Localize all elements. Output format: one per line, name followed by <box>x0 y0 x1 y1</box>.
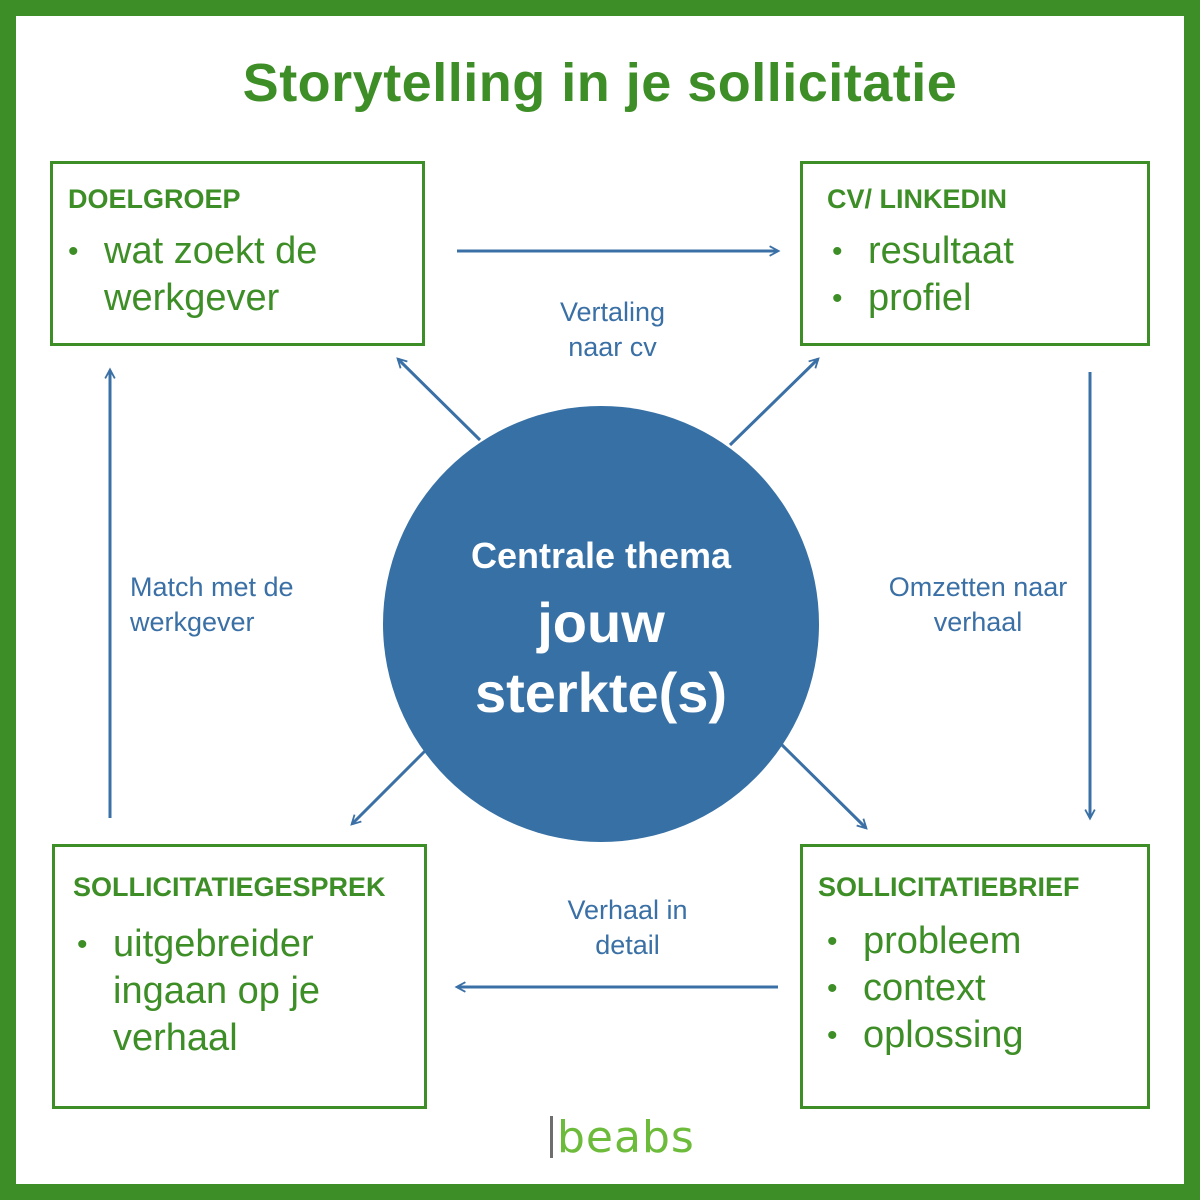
bullet-text: probleem <box>863 920 1022 962</box>
center-subtitle: Centrale thema <box>470 535 732 576</box>
center-circle <box>383 406 819 842</box>
bullet-list: • probleem • context • oplossing <box>827 918 1137 1059</box>
center-main: jouw sterkte(s) <box>474 591 728 724</box>
bullet-icon: • <box>77 928 88 961</box>
bullet-icon: • <box>827 1019 838 1052</box>
bullet-text: context <box>863 967 986 1009</box>
arrow-center-to-cv <box>728 359 818 447</box>
bullet-text: uitgebreider ingaan op je verhaal <box>113 923 321 1059</box>
list-item: • uitgebreider ingaan op je verhaal <box>77 921 407 1062</box>
box-cv-linkedin: CV/ LINKEDIN • resultaat • profiel <box>800 161 1150 346</box>
list-item: • profiel <box>832 275 1132 322</box>
bullet-icon: • <box>827 972 838 1005</box>
list-item: • resultaat <box>832 228 1132 275</box>
brand-logo: beabs <box>550 1112 695 1163</box>
box-heading: SOLLICITATIEBRIEF <box>818 872 1080 902</box>
box-heading: DOELGROEP <box>68 184 241 214</box>
bullet-text: resultaat <box>868 230 1014 272</box>
bullet-icon: • <box>832 282 843 315</box>
box-sollicitatiebrief: SOLLICITATIEBRIEF • probleem • context • op… <box>800 844 1150 1109</box>
box-heading: SOLLICITATIEGESPREK <box>73 872 386 902</box>
bullet-list: • resultaat • profiel <box>832 228 1132 322</box>
bullet-icon: • <box>827 925 838 958</box>
box-sollicitatiegesprek: SOLLICITATIEGESPREK • uitgebreider ingaan… <box>52 844 427 1109</box>
page-title: Storytelling in je sollicitatie <box>242 53 958 113</box>
bullet-text: oplossing <box>863 1014 1024 1056</box>
list-item: • context <box>827 965 1137 1012</box>
logo-text: beabs <box>557 1112 695 1163</box>
arrow-center-to-gesprek <box>352 748 428 824</box>
list-item: • probleem <box>827 918 1137 965</box>
edge-label-right: Omzetten naar verhaal <box>888 572 1068 637</box>
bullet-list: • wat zoekt de werkgever <box>68 228 408 322</box>
list-item: • wat zoekt de werkgever <box>68 228 408 322</box>
list-item: • oplossing <box>827 1012 1137 1059</box>
edge-label-bottom: Verhaal in detail <box>567 895 688 960</box>
bullet-icon: • <box>832 235 843 268</box>
edge-label-left: Match met de werkgever <box>130 572 294 637</box>
bullet-text: profiel <box>868 277 972 319</box>
bullet-list: • uitgebreider ingaan op je verhaal <box>77 921 407 1062</box>
logo-bar-icon <box>550 1116 553 1158</box>
box-doelgroep: DOELGROEP • wat zoekt de werkgever <box>50 161 425 346</box>
bullet-icon: • <box>68 235 79 268</box>
bullet-text: wat zoekt de werkgever <box>104 230 318 319</box>
edge-label-top: Vertaling naar cv <box>559 297 666 362</box>
box-heading: CV/ LINKEDIN <box>827 184 1008 214</box>
arrow-center-to-doelgroep <box>398 359 482 442</box>
arrow-center-to-brief <box>778 741 866 828</box>
